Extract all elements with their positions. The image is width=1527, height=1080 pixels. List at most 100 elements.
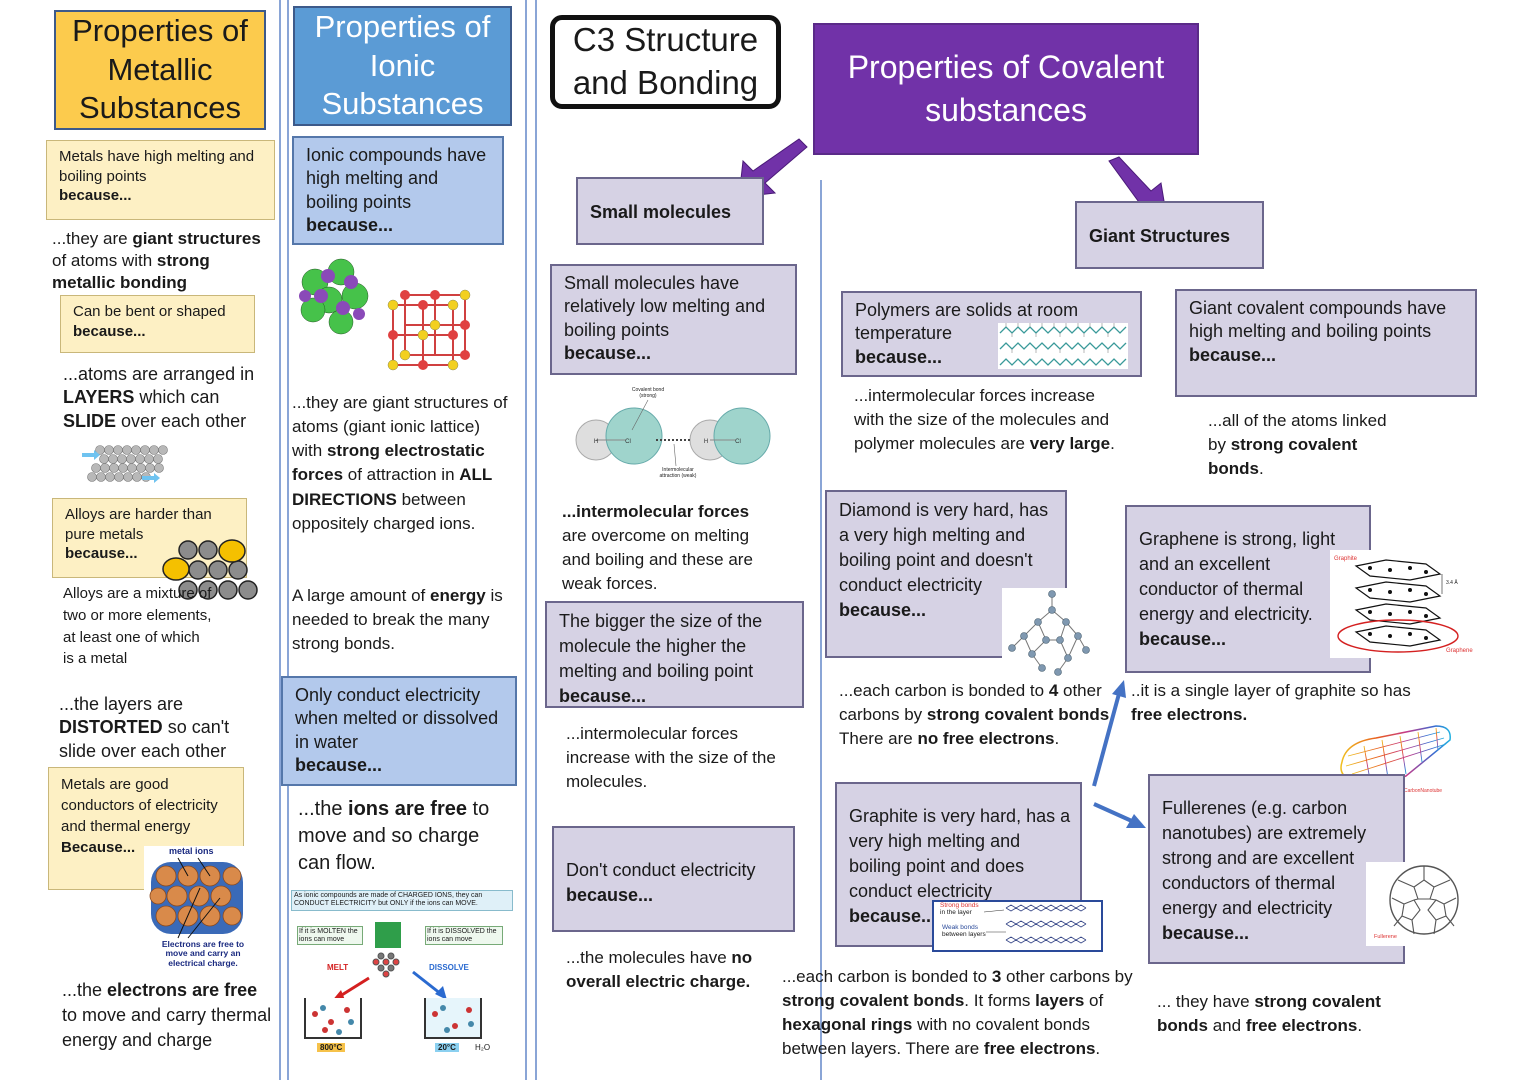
ionic-q2-text: Only conduct electricity when melted or … — [295, 685, 499, 752]
ionic-a1b: A large amount of energy is needed to br… — [292, 584, 514, 656]
svg-text:Cl: Cl — [735, 439, 741, 445]
ionic-title: Properties of Ionic Substances — [293, 6, 512, 126]
small-q1-text: Small molecules have relatively low melt… — [564, 273, 766, 340]
graphite-img-weak-2: between layers — [942, 931, 986, 939]
hcl-molecules-image: Covalent bond (strong) H Cl H Cl Intermo… — [570, 387, 775, 484]
diagram-melt-label: MELT — [327, 963, 349, 972]
ionic-a1b-b: energy — [429, 586, 486, 605]
metallic-a1: ...they are giant structures of atoms wi… — [52, 228, 274, 294]
divider-5 — [820, 180, 822, 1080]
graphite-img-label: Graphite — [1334, 556, 1358, 562]
nanotube-label: CarbonNanotube — [1404, 788, 1443, 794]
graphene-a-b: free electrons. — [1131, 705, 1248, 725]
metallic-q3: Alloys are harder than pure metals becau… — [52, 498, 247, 578]
hcl-diagram-top-label: Covalent bond (strong) — [631, 387, 665, 399]
graphite-img-strong-2: in the layer — [940, 909, 972, 917]
main-title-text: C3 Structure and Bonding — [572, 21, 759, 101]
graphene-a-pre: ..it is a single layer of graphite so ha… — [1131, 681, 1411, 700]
ionic-a1-1: ...they are giant structures of atoms (g… — [292, 393, 508, 461]
small-a3-b: no overall electric charge. — [566, 948, 753, 992]
arrow-graphite-to-fullerene — [1093, 802, 1146, 828]
small-q3-text: Don't conduct electricity — [566, 860, 756, 880]
metallic-title: Properties of Metallic Substances — [54, 10, 266, 130]
fullerene-q-text: Fullerenes (e.g. carbon nanotubes) are e… — [1162, 798, 1367, 919]
small-q1-because: because... — [564, 343, 652, 364]
graphite-a-5: with no covalent bonds between layers. T… — [782, 1015, 1091, 1059]
hcl-diagram-bottom-label: Intermolecular attraction (weak) — [659, 467, 697, 479]
metallic-a2: ...atoms are arranged in LAYERS which ca… — [63, 363, 263, 433]
metallic-q4-text: Metals are good conductors of electricit… — [61, 776, 218, 835]
metallic-a4-b: electrons are free — [107, 980, 258, 1000]
ionic-a1-b1: strong electrostatic forces — [292, 441, 485, 485]
diamond-a-b3: no free electrons — [917, 729, 1055, 749]
graphite-img-weak-1: Weak bonds — [942, 924, 979, 931]
small-a1-b: ...intermolecular forces — [562, 502, 750, 521]
gcc-a: ...all of the atoms linked by strong cov… — [1208, 409, 1408, 481]
small-q1: Small molecules have relatively low melt… — [550, 264, 797, 375]
divider-3 — [525, 0, 527, 1080]
conduction-graphic — [304, 922, 482, 1039]
metallic-q3-text: Alloys are harder than pure metals — [65, 506, 212, 543]
ionic-title-text: Properties of Ionic Substances — [314, 8, 491, 122]
small-q2-text: The bigger the size of the molecule the … — [559, 611, 763, 682]
polymers-q-text: Polymers are solids at room temperature — [855, 300, 1079, 344]
metallic-a2-b1: LAYERS — [63, 387, 135, 408]
gcc-a-pre: ...all of the atoms linked by — [1208, 411, 1387, 455]
graphite-bonds-image: Strong bonds in the layer Weak bonds bet… — [932, 900, 1103, 952]
small-q2: The bigger the size of the molecule the … — [545, 601, 804, 708]
ionic-q1: Ionic compounds have high melting and bo… — [292, 136, 504, 245]
graphite-a-1: ...each carbon is bonded to — [782, 967, 992, 986]
ionic-a1-2: of attraction in — [343, 465, 460, 485]
polymers-a-post: . — [1110, 434, 1115, 454]
giant-structures-label: Giant Structures — [1075, 201, 1264, 269]
svg-text:Cl: Cl — [625, 439, 631, 445]
gcc-a-post: . — [1259, 459, 1264, 479]
alloy-image — [162, 539, 258, 600]
small-molecules-label-text: Small molecules — [590, 202, 732, 222]
diamond-a-b1: 4 — [1048, 681, 1059, 700]
small-a1-post: are overcome on melting and boiling and … — [562, 526, 753, 594]
ionic-q1-because: because... — [306, 215, 394, 236]
polymers-a-b: very large — [1029, 434, 1111, 454]
metallic-alloy-def: Alloys are a mixture of two or more elem… — [63, 585, 212, 668]
graphene-a: ..it is a single layer of graphite so ha… — [1131, 679, 1411, 727]
graphite-a-b3: layers — [1035, 991, 1085, 1011]
small-q3-because: because... — [566, 885, 654, 906]
ionic-a1b-post: is needed to break the many strong bonds… — [292, 586, 503, 654]
diamond-because: because... — [839, 600, 927, 621]
svg-text:H: H — [594, 439, 598, 445]
polymers-a-pre: ...intermolecular forces increase with t… — [854, 386, 1110, 454]
metallic-q2-because: because... — [73, 322, 146, 340]
fullerene-image: Fullerene — [1366, 862, 1462, 946]
fullerene-q: Fullerenes (e.g. carbon nanotubes) are e… — [1148, 774, 1405, 964]
small-a1: ...intermolecular forces are overcome on… — [562, 500, 777, 597]
metallic-q1-text: Metals have high melting and boiling poi… — [59, 148, 255, 185]
ionic-conduction-diagram: As ionic compounds are made of CHARGED I… — [291, 890, 516, 1060]
polymers-because: because... — [855, 346, 943, 367]
small-molecules-label: Small molecules — [576, 177, 764, 245]
graphite-layers-image: Graphite 3.4 Å Graphene — [1330, 550, 1476, 658]
graphite-a-b2: strong covalent bonds — [782, 991, 965, 1011]
graphite-because: because.. — [849, 906, 932, 927]
metallic-a1-b2: strong metallic bonding — [52, 251, 210, 293]
graphite-a-4: of — [1084, 991, 1104, 1011]
ionic-a2-b: ions are free — [348, 798, 467, 820]
ionic-a1: ...they are giant structures of atoms (g… — [292, 391, 514, 536]
diamond-a-pre: ...each carbon is bonded to — [839, 681, 1049, 700]
sliding-layers-image — [82, 445, 168, 483]
ionic-lattice-image — [299, 258, 471, 371]
graphene-img-label: Graphene — [1446, 648, 1473, 654]
diamond-q: Diamond is very hard, has a very high me… — [825, 490, 1067, 658]
metallic-a4: ...the electrons are free to move and ca… — [62, 978, 272, 1054]
graphene-q-text: Graphene is strong, light and an excelle… — [1139, 529, 1336, 625]
gcc-q: Giant covalent compounds have high melti… — [1175, 289, 1477, 397]
gcc-because: because... — [1189, 344, 1277, 365]
divider-2 — [287, 0, 289, 1080]
metallic-q4-because: Because... — [61, 839, 136, 856]
graphite-img-strong: Strong bonds in the layer — [940, 902, 979, 916]
diamond-a-post: . — [1054, 729, 1060, 749]
ionic-a1-b2: ALL DIRECTIONS — [292, 465, 493, 509]
metallic-a2-mid: which can — [134, 387, 220, 408]
metallic-q2: Can be bent or shaped because... — [60, 295, 255, 353]
polymer-chain-image — [998, 323, 1128, 369]
